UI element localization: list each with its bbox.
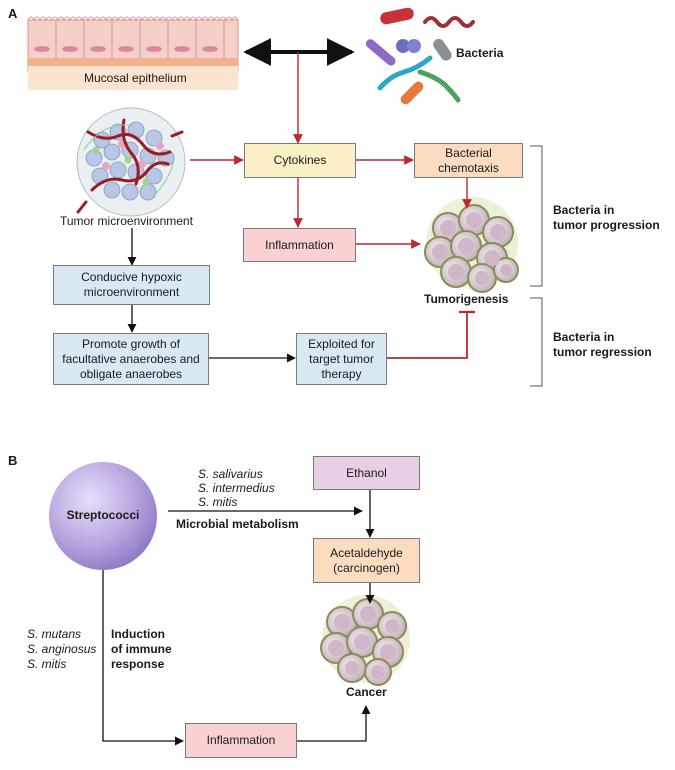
hypoxic-microenvironment-box: Conducive hypoxic microenvironment	[53, 265, 210, 305]
exploited-therapy-box: Exploited for target tumor therapy	[296, 333, 387, 385]
streptococci-label: Streptococci	[66, 508, 140, 522]
cytokines-box: Cytokines	[244, 143, 356, 178]
tumor-microenvironment-graphic	[76, 107, 186, 217]
species-anginosus: S. anginosus	[27, 642, 97, 656]
tumorigenesis-cells-graphic	[424, 197, 519, 293]
inflammation-box: Inflammation	[243, 228, 356, 262]
panel-a-arrows	[127, 38, 543, 387]
ethanol-box: Ethanol	[313, 456, 420, 490]
mucosal-epithelium-graphic	[27, 16, 239, 90]
panel-b-arrows	[102, 490, 375, 746]
bacteria-label: Bacteria	[456, 46, 504, 60]
species-mutans: S. mutans	[27, 627, 82, 641]
induction-immune-label: Induction of immune response	[111, 627, 172, 671]
tumor-progression-label: Bacteria in tumor progression	[553, 203, 660, 232]
tumorigenesis-label: Tumorigenesis	[424, 292, 509, 306]
panel-a-label: A	[8, 6, 18, 21]
streptococci-sphere	[49, 462, 157, 570]
tumor-microenvironment-label: Tumor microenvironment	[60, 214, 193, 228]
microbial-metabolism-label: Microbial metabolism	[176, 517, 299, 531]
species-salivarius: S. salivarius	[198, 467, 263, 481]
tumor-regression-label: Bacteria in tumor regression	[553, 330, 652, 359]
epithelium-label: Mucosal epithelium	[84, 71, 187, 85]
bacterial-chemotaxis-box: Bacterial chemotaxis	[414, 143, 523, 178]
panel-b-label: B	[8, 453, 18, 468]
promote-growth-box: Promote growth of facultative anaerobes …	[53, 333, 209, 385]
bacteria-graphic	[365, 7, 475, 105]
species-mitis: S. mitis	[198, 495, 238, 509]
cancer-cells-graphic	[320, 595, 410, 686]
species-intermedius: S. intermedius	[198, 481, 275, 495]
species-mitis-immune: S. mitis	[27, 657, 67, 671]
inflammation-box-b: Inflammation	[185, 723, 297, 758]
cancer-label: Cancer	[346, 685, 387, 699]
acetaldehyde-box: Acetaldehyde (carcinogen)	[313, 538, 420, 583]
